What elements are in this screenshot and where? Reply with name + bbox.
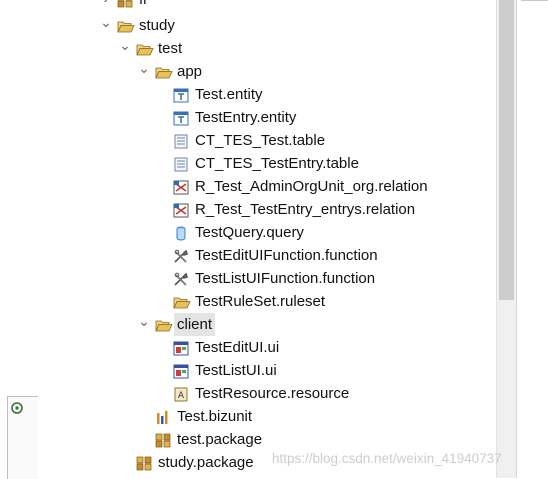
- tree-item-label: TestRuleSet.ruleset: [195, 293, 326, 310]
- tree-item-label: R_Test_AdminOrgUnit_org.relation: [195, 178, 428, 195]
- tree-item[interactable]: R_Test_AdminOrgUnit_org.relation: [0, 175, 496, 198]
- chevron-down-icon[interactable]: ⌄: [100, 14, 112, 30]
- ui-icon: [173, 340, 189, 356]
- relation-icon: [173, 179, 189, 195]
- tree-item[interactable]: ⌄ test: [0, 37, 496, 60]
- folder-open-icon: [136, 41, 154, 56]
- tree-item-label: Test.entity: [195, 86, 263, 103]
- tree-item-label: TestEditUI.ui: [195, 339, 280, 356]
- function-icon: [173, 248, 189, 263]
- tree-item-label: CT_TES_TestEntry.table: [195, 155, 359, 172]
- table-icon: [173, 133, 189, 149]
- entity-icon: [173, 87, 189, 103]
- tree-item[interactable]: TestRuleSet.ruleset: [0, 290, 496, 313]
- tree-item-label: client: [174, 313, 216, 336]
- tree-item[interactable]: TestEntry.entity: [0, 106, 496, 129]
- tree-item-label: study.package: [158, 454, 254, 471]
- tree-item[interactable]: TestListUI.ui: [0, 359, 496, 382]
- tree-item[interactable]: ⌄ app: [0, 60, 496, 83]
- tree-item[interactable]: › fi: [0, 0, 496, 11]
- package-icon: [117, 0, 133, 8]
- side-panel: [516, 0, 548, 478]
- tree-item-label: test.package: [177, 431, 263, 448]
- tree-item[interactable]: ⌄ study: [0, 14, 496, 37]
- bizunit-icon: [155, 409, 171, 424]
- tree-item[interactable]: TestQuery.query: [0, 221, 496, 244]
- tree-item-label: TestEditUIFunction.function: [195, 247, 378, 264]
- tree-item-label: study: [139, 17, 175, 34]
- tree-item[interactable]: Test.bizunit: [0, 405, 496, 428]
- folder-open-icon: [155, 64, 173, 79]
- package-icon: [136, 455, 152, 471]
- tree-item[interactable]: R_Test_TestEntry_entrys.relation: [0, 198, 496, 221]
- tree-item-label: TestResource.resource: [195, 385, 350, 402]
- tree-item[interactable]: TestEditUI.ui: [0, 336, 496, 359]
- chevron-down-icon[interactable]: ⌄: [119, 37, 131, 53]
- tree-item-label: app: [177, 63, 203, 80]
- query-icon: [173, 225, 189, 241]
- project-tree[interactable]: › fi ⌄ study ⌄ test ⌄ appTest.entityTestEntry.e…: [0, 0, 496, 478]
- tree-item[interactable]: A TestResource.resource: [0, 382, 496, 405]
- tree-item[interactable]: TestListUIFunction.function: [0, 267, 496, 290]
- package-icon: [155, 432, 171, 448]
- tree-item-label: fi: [136, 0, 150, 11]
- tree-item-label: TestEntry.entity: [195, 109, 297, 126]
- tree-item[interactable]: test.package: [0, 428, 496, 451]
- ruleset-icon: [173, 294, 191, 309]
- entity-icon: [173, 110, 189, 126]
- chevron-down-icon[interactable]: ⌄: [138, 313, 150, 329]
- resource-icon: A: [173, 386, 189, 402]
- tree-item[interactable]: ⌄ client: [0, 313, 496, 336]
- tree-item-label: TestListUIFunction.function: [195, 270, 376, 287]
- tree-item[interactable]: study.package: [0, 451, 496, 474]
- function-icon: [173, 271, 189, 286]
- folder-open-icon: [155, 317, 173, 332]
- tree-item[interactable]: TestEditUIFunction.function: [0, 244, 496, 267]
- table-icon: [173, 156, 189, 172]
- scrollbar-thumb[interactable]: [499, 0, 514, 300]
- vertical-scrollbar[interactable]: [496, 0, 516, 478]
- tree-item-label: CT_TES_Test.table: [195, 132, 326, 149]
- tree-item-label: TestQuery.query: [195, 224, 304, 241]
- tree-item[interactable]: CT_TES_Test.table: [0, 129, 496, 152]
- svg-text:A: A: [178, 391, 185, 401]
- tree-item-label: Test.bizunit: [177, 408, 253, 425]
- tree-item-label: test: [158, 40, 183, 57]
- tree-item[interactable]: CT_TES_TestEntry.table: [0, 152, 496, 175]
- folder-open-icon: [117, 18, 135, 33]
- tree-item-label: TestListUI.ui: [195, 362, 277, 379]
- tree-item-label: R_Test_TestEntry_entrys.relation: [195, 201, 416, 218]
- relation-icon: [173, 202, 189, 218]
- tree-item[interactable]: Test.entity: [0, 83, 496, 106]
- chevron-down-icon[interactable]: ⌄: [138, 60, 150, 76]
- ui-icon: [173, 363, 189, 379]
- panel-divider: [521, 0, 548, 1]
- chevron-right-icon[interactable]: ›: [100, 0, 112, 11]
- watermark: https://blog.csdn.net/weixin_41940737: [272, 451, 502, 466]
- gear-icon[interactable]: [10, 401, 24, 415]
